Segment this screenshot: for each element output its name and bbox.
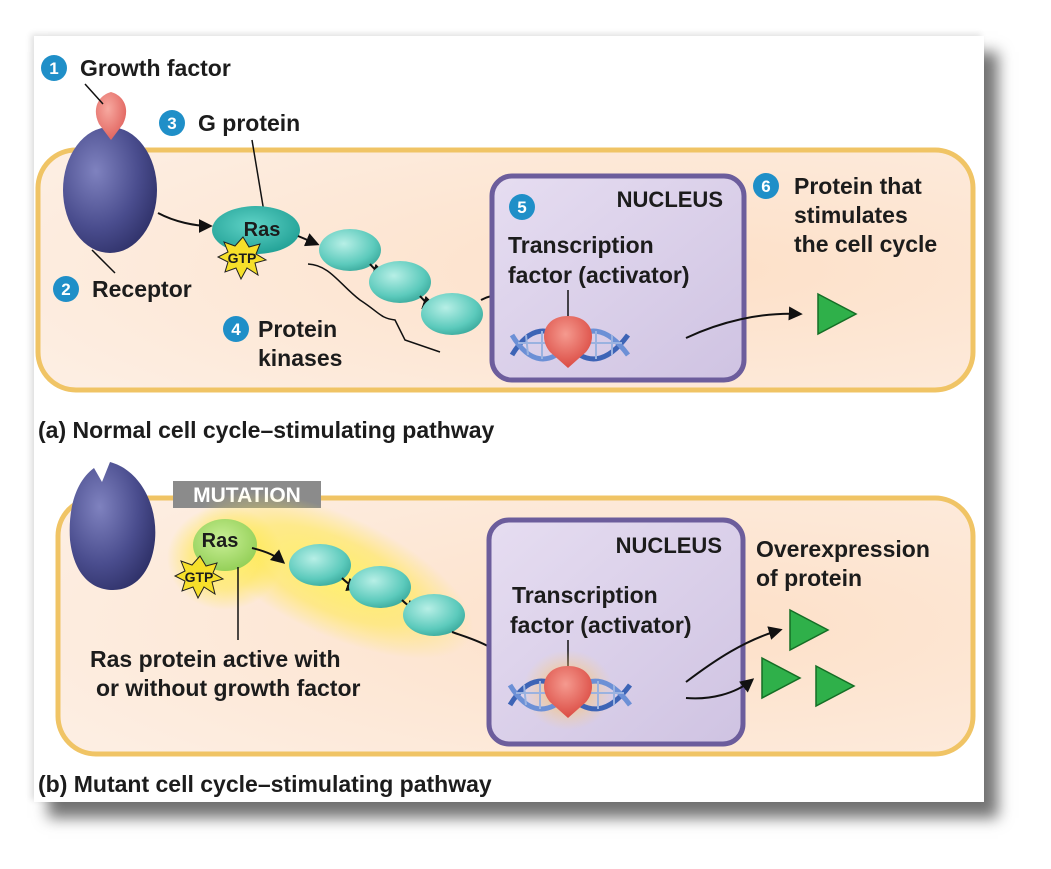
kinase-1-b [289, 544, 351, 586]
step-4-badge [223, 316, 249, 342]
receptor-b [69, 462, 156, 590]
gtp-star-b [173, 555, 225, 600]
step-4: 4 Protein kinases [223, 316, 342, 371]
step-1: 1 Growth factor [41, 55, 231, 105]
receptor-label: Receptor [92, 276, 192, 302]
cell-cycle-protein-a [817, 292, 858, 336]
protein-stimulates-label-3: the cell cycle [794, 231, 937, 257]
protein-stimulates-label-1: Protein that [794, 173, 922, 199]
overexpressed-protein-2 [761, 656, 802, 700]
transcription-factor-label-a1: Transcription [508, 232, 654, 258]
arrow-ras-to-kinase1 [297, 233, 320, 247]
step-5-number: 5 [517, 198, 526, 217]
kinase-2-a [369, 261, 431, 303]
transcription-factor-label-a2: factor (activator) [508, 262, 689, 288]
overexpressed-protein-1 [789, 608, 830, 652]
step-2-badge [53, 276, 79, 302]
transcription-factor-a [544, 316, 592, 368]
ras-note-line-2: or without growth factor [96, 675, 361, 701]
transcription-factor-b [544, 666, 592, 718]
growth-factor-pointer [84, 83, 104, 105]
step-1-badge [41, 55, 67, 81]
step-5-badge [509, 194, 535, 220]
growth-factor-label: Growth factor [80, 55, 231, 81]
gtp-label-b: GTP [185, 569, 214, 585]
transcription-factor-label-b2: factor (activator) [510, 612, 691, 638]
arrow-ras-to-kinase1-b [251, 547, 286, 564]
ras-protein-a [212, 206, 300, 254]
ras-label-a: Ras [244, 219, 281, 241]
g-protein-label: G protein [198, 110, 300, 136]
protein-kinases-label-2: kinases [258, 345, 342, 371]
protein-stimulates-label-2: stimulates [794, 202, 908, 228]
ras-label-b: Ras [202, 530, 239, 552]
kinase-3-b [403, 594, 465, 636]
panel-a: 1 Growth factor 3 G protein Ras GTP 2 Re… [35, 55, 976, 443]
step-3-badge [159, 110, 185, 136]
caption-a: (a) Normal cell cycle–stimulating pathwa… [38, 417, 495, 443]
nucleus-label-a: NUCLEUS [617, 187, 723, 212]
step-3: 3 G protein [159, 110, 300, 213]
ras-protein-b [193, 519, 257, 571]
g-protein-pointer [251, 139, 265, 213]
overexpression-label-1: Overexpression [756, 536, 930, 562]
step-4-number: 4 [231, 320, 241, 339]
step-3-number: 3 [167, 114, 176, 133]
receptor-a [63, 127, 157, 253]
ras-note-line-1: Ras protein active with [90, 646, 341, 672]
transcription-factor-label-b1: Transcription [512, 582, 658, 608]
kinase-2-b [349, 566, 411, 608]
gtp-label-a: GTP [228, 250, 257, 266]
arrow-receptor-to-ras [157, 212, 213, 233]
receptor-pointer [91, 249, 116, 274]
panel-b: MUTATION Ras GTP Ras protein active with… [38, 462, 976, 797]
overexpressed-protein-3 [815, 664, 856, 708]
step-2-number: 2 [61, 280, 70, 299]
overexpression-label-2: of protein [756, 565, 862, 591]
caption-b: (b) Mutant cell cycle–stimulating pathwa… [38, 771, 492, 797]
step-6-number: 6 [761, 177, 770, 196]
step-6-badge [753, 173, 779, 199]
nucleus-label-b: NUCLEUS [616, 533, 722, 558]
arrow-to-protein-b2 [685, 678, 755, 700]
protein-kinases-label-1: Protein [258, 316, 337, 342]
growth-factor [95, 92, 127, 140]
kinase-1-a [319, 229, 381, 271]
step-1-number: 1 [49, 59, 58, 78]
arrow-to-protein-b1 [685, 626, 783, 683]
kinases-bracket [307, 263, 441, 353]
step-2: 2 Receptor [53, 249, 192, 302]
gtp-star-a [216, 236, 268, 281]
arrow-to-protein-a [685, 306, 803, 339]
kinase-3-a [421, 293, 483, 335]
